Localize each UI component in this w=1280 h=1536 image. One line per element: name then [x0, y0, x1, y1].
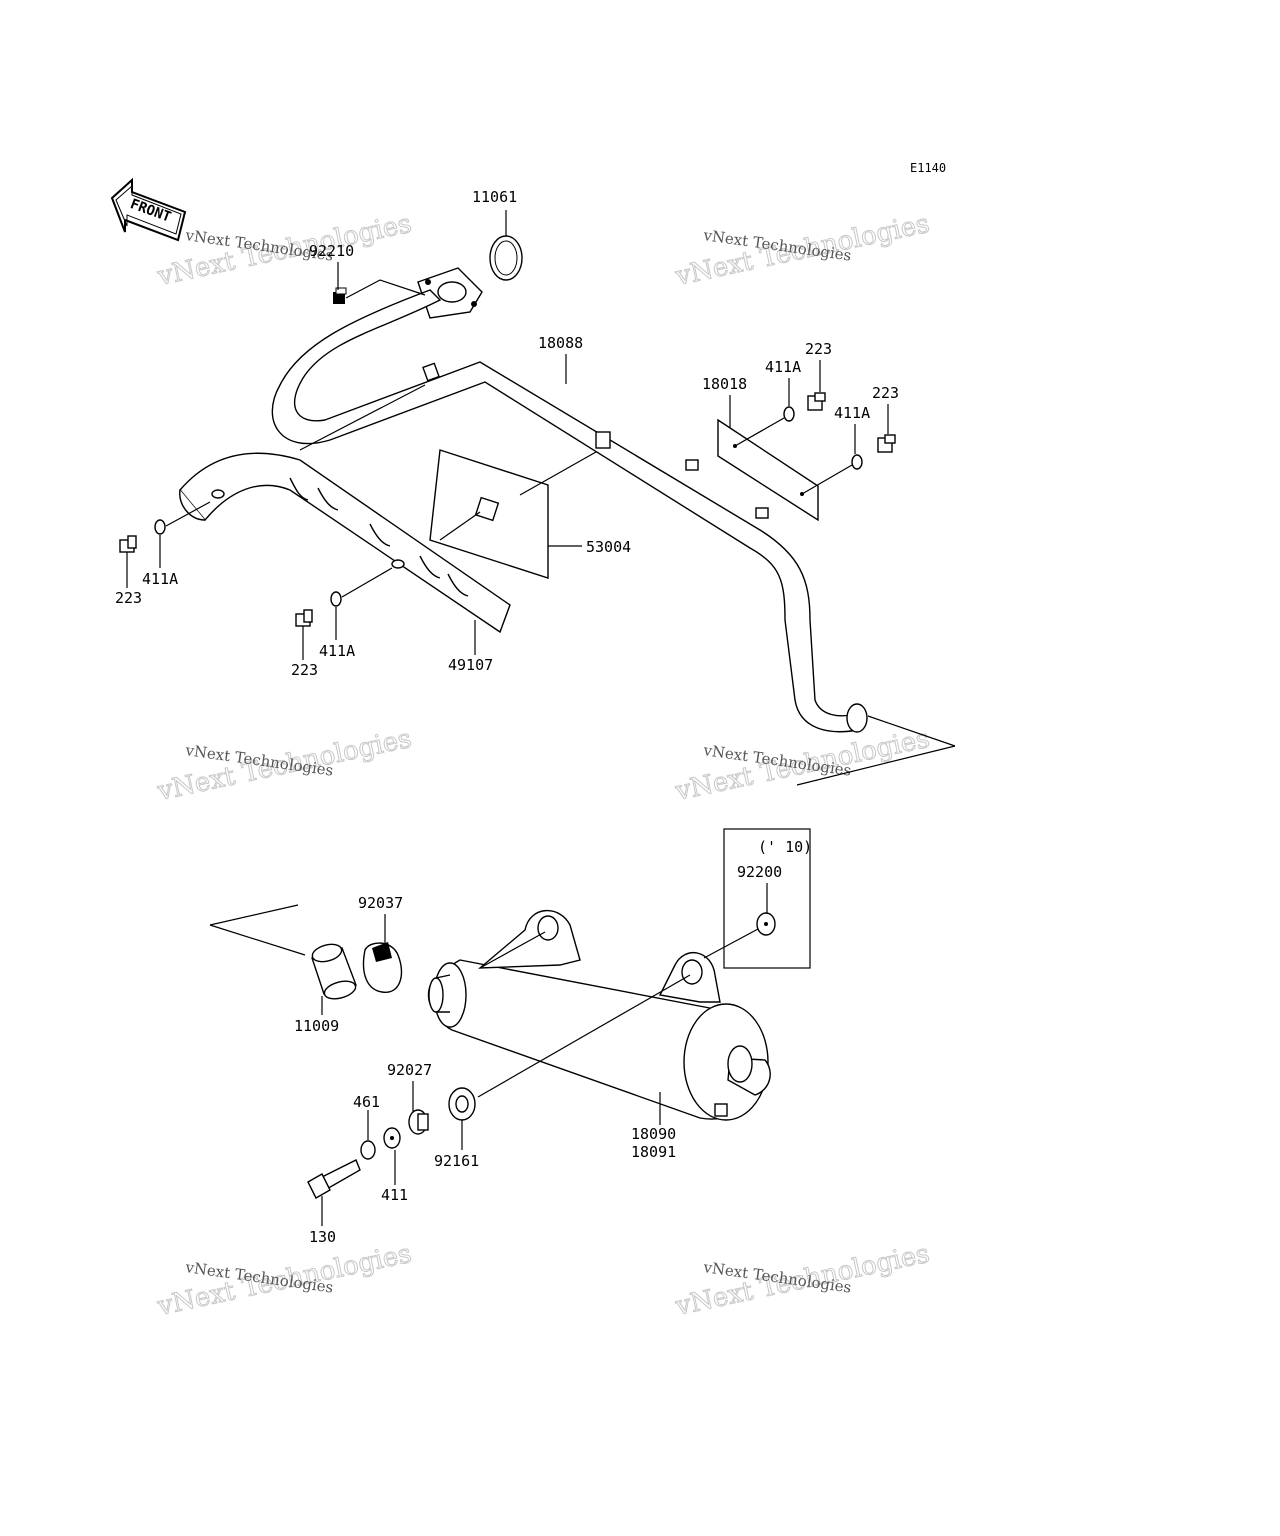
label-11009: 11009	[294, 1017, 339, 1035]
mount-plate	[717, 418, 819, 522]
label-49107: 49107	[448, 656, 493, 674]
label-92210: 92210	[309, 242, 354, 260]
label-411A: 411A	[142, 570, 178, 588]
variant-note: (' 10)	[758, 838, 812, 856]
muffler	[427, 909, 771, 1121]
label-130: 130	[309, 1228, 336, 1246]
bolt	[807, 392, 826, 411]
washer	[154, 519, 166, 535]
front-arrow-icon: FRONT	[110, 177, 187, 242]
label-223: 223	[115, 589, 142, 607]
figure-code: E1140	[910, 161, 946, 175]
label-411A: 411A	[834, 404, 870, 422]
heat-guard	[179, 452, 511, 634]
washer	[330, 591, 342, 607]
pipe-clamp	[362, 942, 403, 993]
collar	[408, 1109, 429, 1135]
nut	[333, 287, 347, 304]
bolt	[877, 434, 896, 453]
label-92161: 92161	[434, 1152, 479, 1170]
bolt	[119, 535, 137, 553]
label-223: 223	[872, 384, 899, 402]
label-411A: 411A	[765, 358, 801, 376]
washer	[783, 406, 795, 422]
label-53004: 53004	[586, 538, 631, 556]
variant-box	[723, 828, 811, 969]
leader-lines-lower	[209, 883, 768, 1226]
watermark-top-right: vNext Technologies vNext Technologies	[672, 208, 933, 292]
watermark-mid-left: vNext Technologies vNext Technologies	[154, 723, 415, 807]
washer	[756, 912, 776, 936]
label-92027: 92027	[387, 1061, 432, 1079]
watermark-bottom-left: vNext Technologies vNext Technologies	[154, 1238, 415, 1322]
label-411: 411	[381, 1186, 408, 1204]
label-223: 223	[291, 661, 318, 679]
label-18088: 18088	[538, 334, 583, 352]
label-18018: 18018	[702, 375, 747, 393]
label-461: 461	[353, 1093, 380, 1111]
label-92037: 92037	[358, 894, 403, 912]
label-92200: 92200	[737, 863, 782, 881]
leader-lines-upper	[126, 210, 956, 786]
insulator-plate	[429, 449, 549, 579]
label-11061: 11061	[472, 188, 517, 206]
part-labels: 11061 92210 18088 18018 411A 223 223 411…	[115, 188, 899, 1246]
label-18090: 18090	[631, 1125, 676, 1143]
label-223: 223	[805, 340, 832, 358]
bolt	[307, 1159, 361, 1199]
watermark-top-left: vNext Technologies vNext Technologies	[154, 208, 415, 292]
label-411A: 411A	[319, 642, 355, 660]
watermark-bottom-right: vNext Technologies vNext Technologies	[672, 1238, 933, 1322]
washer	[851, 454, 863, 470]
grommet	[448, 1087, 476, 1121]
label-18091: 18091	[631, 1143, 676, 1161]
watermark-mid-right: vNext Technologies vNext Technologies	[672, 723, 933, 807]
washer	[383, 1127, 401, 1149]
connector-sleeve	[311, 943, 357, 1000]
lock-washer	[360, 1140, 376, 1160]
gasket-ring	[489, 235, 523, 281]
bolt	[295, 609, 313, 627]
header-pipe	[271, 267, 868, 733]
